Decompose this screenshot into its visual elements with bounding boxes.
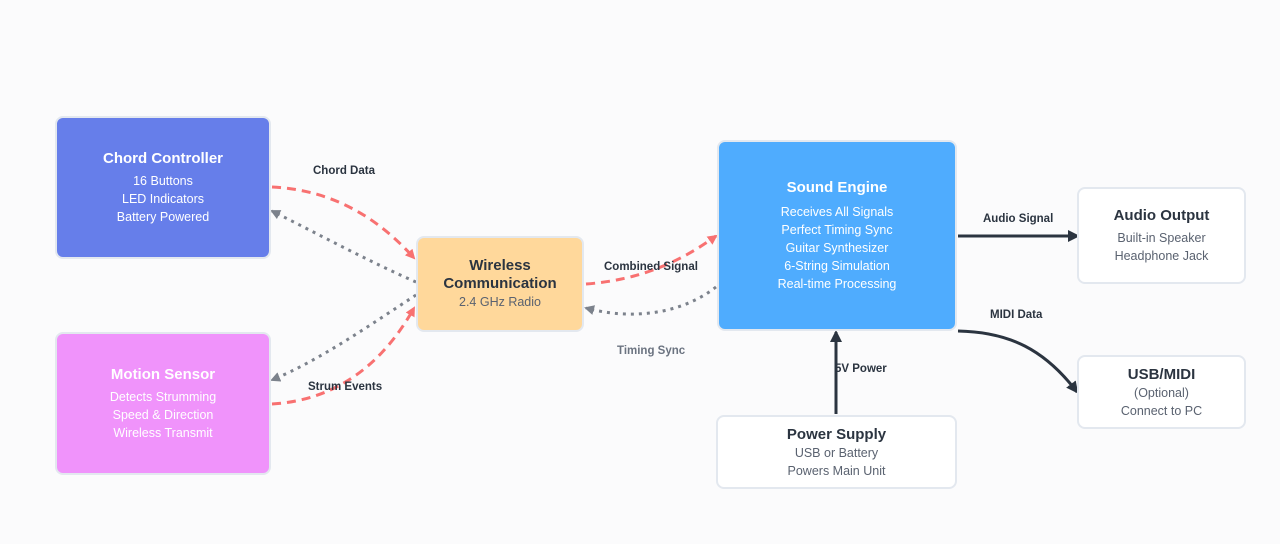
node-title: Wireless: [469, 257, 531, 274]
node-line: Speed & Direction: [112, 408, 214, 422]
label-combined-signal: Combined Signal: [604, 261, 698, 273]
node-line: Built-in Speaker: [1117, 231, 1206, 245]
arrow-wireless-to-chord: [270, 209, 417, 284]
node-line: LED Indicators: [122, 192, 204, 206]
node-audio-output: Audio Output Built-in Speaker Headphone …: [1077, 187, 1246, 284]
node-line: Headphone Jack: [1114, 249, 1209, 263]
label-timing-sync: Timing Sync: [617, 345, 686, 357]
node-title: Audio Output: [1113, 207, 1210, 224]
node-line: Perfect Timing Sync: [781, 223, 893, 237]
node-sound-engine: Sound Engine Receives All Signals Perfec…: [717, 140, 957, 331]
node-chord-controller: Chord Controller 16 Buttons LED Indicato…: [55, 116, 271, 259]
node-line: Connect to PC: [1120, 403, 1203, 418]
node-wireless-communication: Wireless Communication 2.4 GHz Radio: [416, 236, 584, 332]
arrow-motion-to-wireless: [271, 306, 416, 406]
node-line: Battery Powered: [116, 210, 210, 224]
node-line: Wireless Transmit: [113, 426, 213, 440]
node-line: Powers Main Unit: [787, 463, 886, 478]
node-line: Real-time Processing: [777, 277, 897, 291]
node-line: Receives All Signals: [780, 205, 894, 219]
node-line: (Optional): [1134, 385, 1189, 400]
arrow-wireless-to-engine: [585, 234, 718, 286]
label-strum-events: Strum Events: [308, 381, 383, 393]
node-title: USB/MIDI: [1127, 365, 1196, 383]
arrow-chord-to-wireless: [271, 185, 416, 260]
node-line: 6-String Simulation: [784, 259, 890, 273]
node-line: 16 Buttons: [133, 174, 193, 188]
arrow-engine-to-usb: [957, 329, 1079, 394]
node-title: Communication: [443, 275, 557, 292]
label-midi-data: MIDI Data: [990, 309, 1043, 321]
node-title: Power Supply: [786, 425, 887, 443]
node-title: Motion Sensor: [110, 366, 216, 383]
arrow-engine-to-wireless: [584, 285, 717, 316]
node-line: Detects Strumming: [109, 390, 217, 404]
node-line: Guitar Synthesizer: [785, 241, 889, 255]
label-audio-signal: Audio Signal: [983, 213, 1054, 225]
node-line: 2.4 GHz Radio: [459, 295, 541, 309]
label-5v-power: 5V Power: [835, 363, 887, 375]
node-motion-sensor: Motion Sensor Detects Strumming Speed & …: [55, 332, 271, 475]
node-usb-midi: USB/MIDI (Optional) Connect to PC: [1077, 355, 1246, 429]
label-chord-data: Chord Data: [313, 165, 375, 177]
node-line: USB or Battery: [794, 445, 879, 460]
node-title: Chord Controller: [103, 150, 223, 167]
node-title: Sound Engine: [786, 179, 888, 196]
node-power-supply: Power Supply USB or Battery Powers Main …: [716, 415, 957, 489]
